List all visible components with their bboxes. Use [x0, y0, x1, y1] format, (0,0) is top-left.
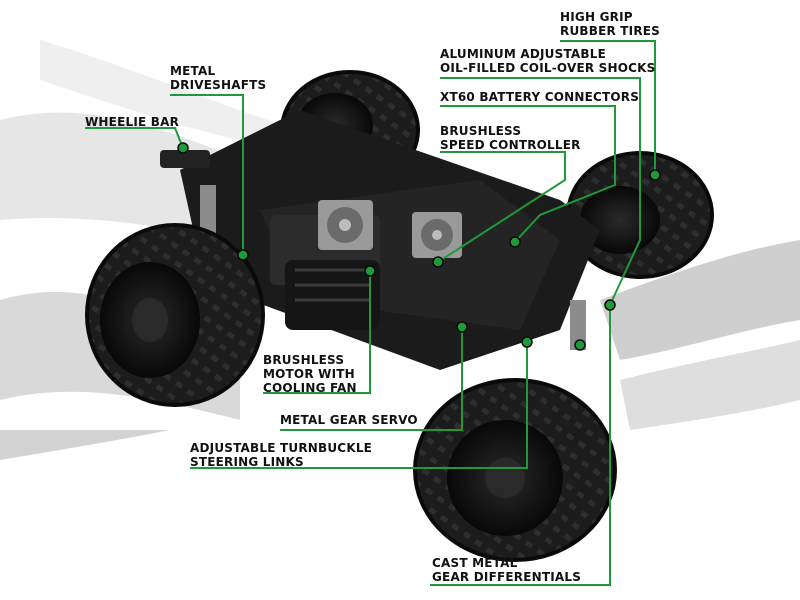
dot-esc [432, 256, 444, 268]
label-line: BRUSHLESS [440, 124, 522, 138]
label-line: CAST METAL [432, 556, 518, 570]
dot-shocks [604, 299, 616, 311]
label-xt60-connectors: XT60 BATTERY CONNECTORS [440, 90, 639, 104]
label-line: XT60 BATTERY CONNECTORS [440, 90, 640, 104]
dot-xt60 [509, 236, 521, 248]
front-shock [570, 300, 586, 350]
label-speed-controller: BRUSHLESS SPEED CONTROLLER [440, 124, 581, 152]
label-brushless-motor: BRUSHLESS MOTOR WITH COOLING FAN [263, 353, 357, 395]
dot-turnbuckle [521, 336, 533, 348]
callout-dots [177, 142, 661, 351]
label-metal-gear-servo: METAL GEAR SERVO [280, 413, 418, 427]
dot-driveshafts [237, 249, 249, 261]
label-line: BRUSHLESS [263, 353, 345, 367]
label-line: OIL-FILLED COIL-OVER SHOCKS [440, 61, 656, 75]
callout-lines [85, 40, 656, 586]
tire-rear-right [85, 223, 265, 407]
motor-body [285, 260, 380, 330]
label-line: ADJUSTABLE TURNBUCKLE [190, 441, 373, 455]
label-line: METAL GEAR SERVO [280, 413, 418, 427]
label-line: DRIVESHAFTS [170, 78, 267, 92]
label-line: SPEED CONTROLLER [440, 138, 581, 152]
dot-diffs [574, 339, 586, 351]
label-line: HIGH GRIP [560, 10, 633, 24]
truck-illustration [85, 70, 714, 562]
label-line: ALUMINUM ADJUSTABLE [440, 47, 606, 61]
rear-shock [200, 185, 216, 235]
label-high-grip-tires: HIGH GRIP RUBBER TIRES [560, 10, 660, 38]
wheelie-bar [160, 150, 210, 168]
label-line: COOLING FAN [263, 381, 357, 395]
label-line: METAL [170, 64, 216, 78]
label-gear-differentials: CAST METAL GEAR DIFFERENTIALS [432, 556, 581, 584]
label-line: WHEELIE BAR [85, 115, 180, 129]
label-line: RUBBER TIRES [560, 24, 661, 38]
dot-motor [364, 265, 376, 277]
dot-wheelie [177, 142, 189, 154]
chassis [160, 110, 600, 370]
label-coil-over-shocks: ALUMINUM ADJUSTABLE OIL-FILLED COIL-OVER… [440, 47, 656, 75]
dot-high-grip [649, 169, 661, 181]
label-line: MOTOR WITH [263, 367, 355, 381]
label-line: STEERING LINKS [190, 455, 304, 469]
tire-front-left [413, 378, 617, 562]
dot-servo [456, 321, 468, 333]
label-driveshafts: METAL DRIVESHAFTS [170, 64, 266, 92]
label-wheelie-bar: WHEELIE BAR [85, 115, 179, 129]
label-line: GEAR DIFFERENTIALS [432, 570, 582, 584]
label-turnbuckle-links: ADJUSTABLE TURNBUCKLE STEERING LINKS [190, 441, 372, 469]
